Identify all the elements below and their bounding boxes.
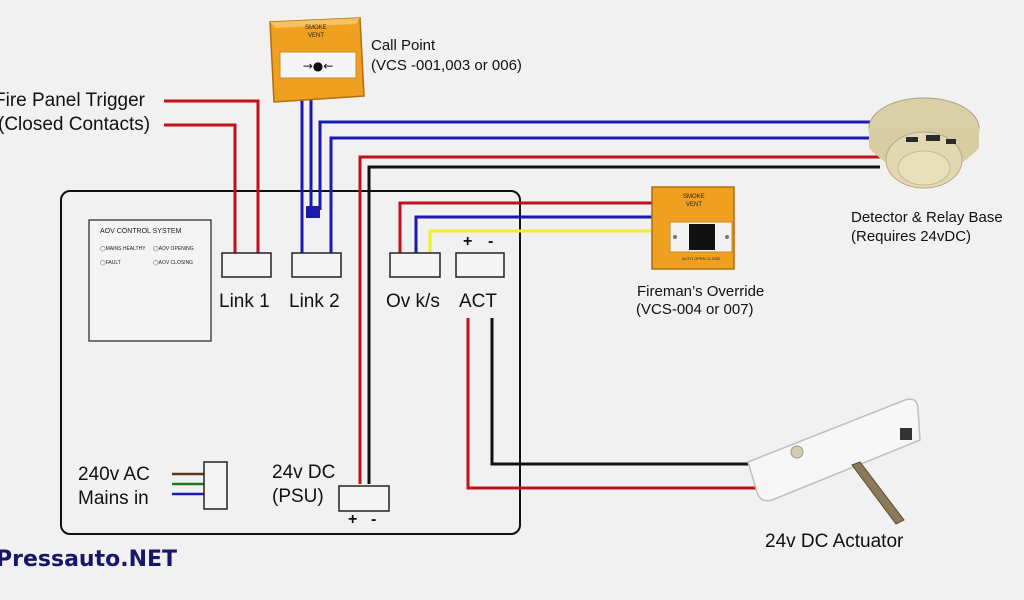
terminal-mains <box>203 461 228 510</box>
panel-title: AOV CONTROL SYSTEM <box>100 228 182 235</box>
mains-wires <box>172 472 204 496</box>
wire-black <box>490 318 760 466</box>
wire-blue <box>329 136 880 254</box>
terminal-link1 <box>221 252 272 278</box>
indicator-aov-closing: ◯AOV CLOSING <box>153 260 194 266</box>
detector-label-line2: (Requires 24vDC) <box>851 228 972 245</box>
link2-label: Link 2 <box>289 291 340 312</box>
psu-plus: + <box>348 511 358 528</box>
indicator-light-icon: ◯ <box>153 246 159 252</box>
watermark: Pressauto.NET <box>0 547 178 572</box>
call-point-text1: SMOKE <box>305 25 327 31</box>
detector-label-line1: Detector & Relay Base <box>851 209 1003 226</box>
indicator-mains-healthy: ◯MAINS HEALTHY <box>100 246 146 252</box>
act-label: ACT <box>459 291 497 312</box>
wire-red <box>358 155 880 484</box>
detector-device <box>868 97 980 189</box>
call-point-label-line2: (VCS -001,003 or 006) <box>371 57 522 74</box>
terminal-ovks <box>389 252 441 278</box>
override-label-line2: (VCS-004 or 007) <box>636 301 754 318</box>
fire-panel-wires <box>164 99 260 254</box>
override-label-line1: Fireman’s Override <box>637 283 765 300</box>
psu-label-line2: (PSU) <box>272 486 324 507</box>
wire-yellow <box>428 229 655 254</box>
wire-red <box>164 123 237 254</box>
override-wires <box>398 201 655 254</box>
call-point-wires <box>300 100 320 254</box>
act-minus: - <box>488 233 494 250</box>
wire-red <box>466 318 760 490</box>
actuator-device <box>747 398 921 525</box>
override-text1: SMOKE <box>683 194 705 200</box>
terminal-act <box>455 252 505 278</box>
wire-black <box>367 165 880 484</box>
actuator-label: 24v DC Actuator <box>765 531 904 552</box>
indicator-light-icon: ◯ <box>153 260 159 266</box>
fire-panel-label-line2: (Closed Contacts) <box>0 114 151 135</box>
act-plus: + <box>463 233 473 250</box>
ovks-label: Ov k/s <box>386 291 440 312</box>
override-device <box>651 186 735 270</box>
aov-control-panel <box>88 219 212 342</box>
wire-red <box>398 201 655 254</box>
terminal-link2 <box>291 252 342 278</box>
call-point-device: →●← <box>269 17 365 103</box>
fire-panel-label-line1: Fire Panel Trigger <box>0 90 146 111</box>
link-jumper <box>306 206 320 218</box>
indicator-fault: ◯FAULT <box>100 260 121 266</box>
terminal-psu <box>338 485 390 512</box>
psu-label-line1: 24v DC <box>272 462 336 483</box>
mains-label-line1: 240v AC <box>78 464 150 485</box>
indicator-light-icon: ◯ <box>100 246 106 252</box>
wire-blue <box>318 120 880 210</box>
call-point-text2: VENT <box>308 33 325 39</box>
actuator-wires <box>466 318 760 490</box>
override-text2: VENT <box>686 202 703 208</box>
indicator-light-icon: ◯ <box>100 260 106 266</box>
detector-wires <box>318 120 880 484</box>
indicator-aov-opening: ◯AOV OPENING <box>153 246 194 252</box>
call-point-label-line1: Call Point <box>371 37 436 54</box>
psu-minus: - <box>371 511 377 528</box>
wire-red <box>164 99 260 254</box>
link1-label: Link 1 <box>219 291 270 312</box>
mains-label-line2: Mains in <box>78 488 149 509</box>
wire-blue <box>414 215 655 254</box>
control-enclosure <box>60 190 521 535</box>
override-footer: AUTO OPEN CLOSE <box>682 256 721 261</box>
call-point-arrows-icon: →●← <box>303 59 334 73</box>
